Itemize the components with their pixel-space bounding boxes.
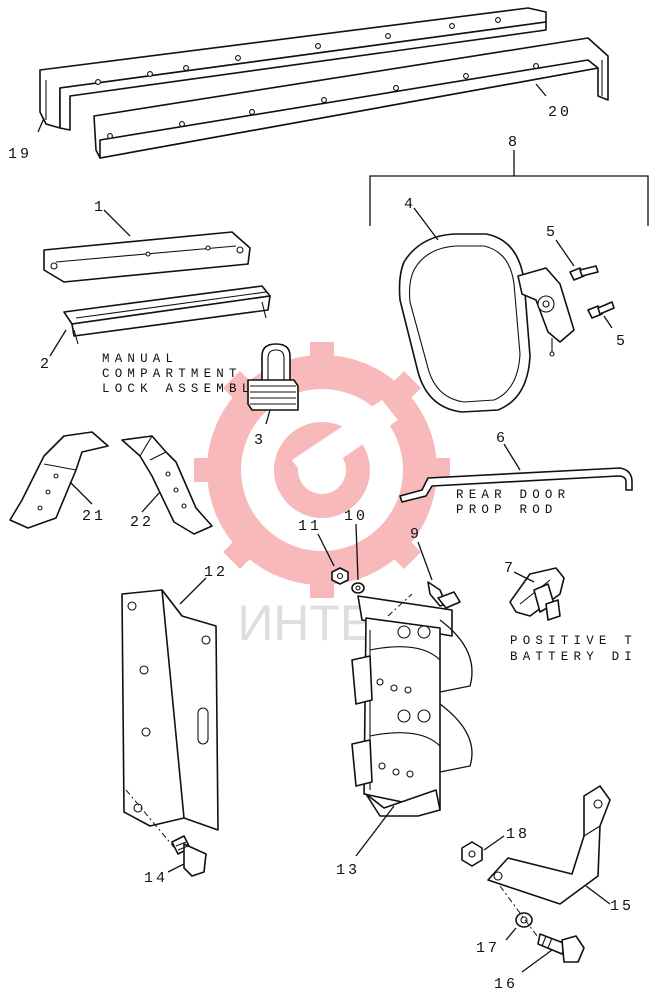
callout-20: 20 [548,104,572,121]
leader-11 [317,533,335,567]
part-11-nut [331,567,349,585]
caption-rear-1: REAR DOOR [456,488,570,502]
callout-7: 7 [504,560,516,577]
part-14-bolt [171,835,207,877]
callout-19: 19 [8,146,32,163]
leader-5b [603,315,613,329]
leader-6 [503,443,521,471]
callout-6: 6 [496,430,508,447]
caption-positive-1: POSITIVE T [510,634,637,648]
leader-17 [505,927,517,941]
callout-4: 4 [404,196,416,213]
part-5-screw-b [587,301,615,319]
leader-18 [483,835,505,851]
callout-3: 3 [254,432,266,449]
callout-12: 12 [204,564,228,581]
part-20-rail [93,37,609,159]
caption-manual-1: MANUAL [102,352,178,366]
part-21-guard [9,431,109,529]
callout-18: 18 [506,826,530,843]
part-19-rail [39,7,547,131]
centerline-9 [387,593,413,617]
callout-14: 14 [144,870,168,887]
part-17-washer [515,912,533,928]
part-22-guard [121,435,213,535]
part-4-mirror [398,233,575,413]
leader-21 [69,481,93,505]
callout-5-top: 5 [546,224,558,241]
part-10-washer [351,582,365,594]
part-13-extinguisher-bracket [351,595,473,817]
part-9-bolt [427,581,461,609]
part-12-mounting-plate [121,589,219,831]
callout-1: 1 [94,199,106,216]
leader-9 [417,541,433,581]
bracket-8 [369,150,649,226]
caption-positive-2: BATTERY DI [510,650,637,664]
part-2-hinge-bar [63,285,271,345]
leader-13 [355,805,395,857]
callout-5-bottom: 5 [616,333,628,350]
caption-manual-2: COMPARTMENT [102,367,242,381]
callout-17: 17 [476,940,500,957]
part-3-padlock [247,343,299,411]
leader-16 [521,949,553,973]
callout-22: 22 [130,514,154,531]
part-7-battery-disconnect [509,567,565,621]
callout-16: 16 [494,976,518,993]
leader-1 [103,209,131,237]
callout-21: 21 [82,508,106,525]
callout-8: 8 [508,134,520,151]
leader-2 [49,329,67,357]
part-5-screw-a [569,265,599,281]
callout-10: 10 [344,508,368,525]
part-18-nut [461,841,483,867]
leader-3 [265,409,271,425]
leader-4 [413,207,439,241]
leader-20 [535,83,547,97]
part-16-bolt [537,933,585,963]
leader-12 [179,577,207,605]
leader-22 [141,491,161,513]
callout-11: 11 [298,518,322,535]
centerline-16 [499,885,541,941]
callout-15: 15 [610,898,634,915]
leader-14 [167,863,185,873]
leader-19 [37,117,45,133]
part-6-prop-rod [399,467,633,503]
part-1-bracket [43,231,251,283]
caption-rear-2: PROP ROD [456,503,558,517]
leader-15 [585,885,611,905]
part-15-battery-bracket [487,785,611,905]
leader-5a [555,239,575,267]
leader-10 [355,523,359,581]
callout-13: 13 [336,862,360,879]
leader-7 [513,571,535,583]
callout-9: 9 [410,526,422,543]
caption-manual-3: LOCK ASSEMBLY [102,382,267,396]
callout-2: 2 [40,356,52,373]
